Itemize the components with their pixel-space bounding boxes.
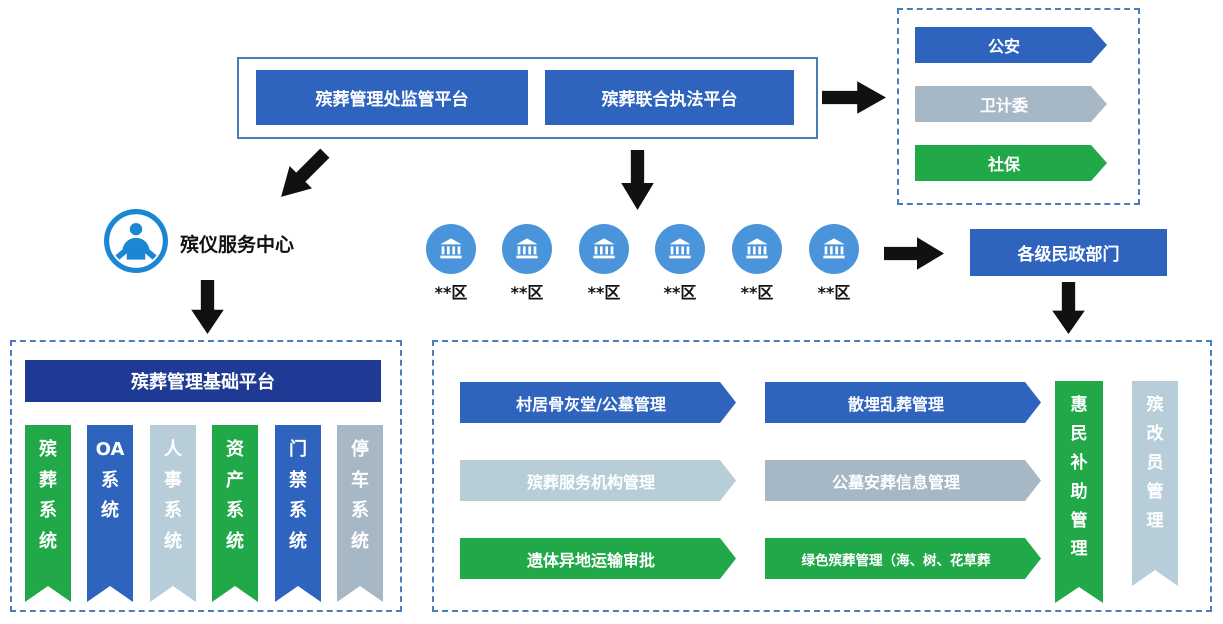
- district-item: **区: [495, 224, 559, 303]
- district-label: **区: [510, 283, 544, 302]
- bank-icon: [426, 224, 476, 274]
- system-ribbon-assets: 资 产 系 统: [212, 425, 258, 602]
- system-ribbon-oa: OA 系 统: [87, 425, 133, 602]
- system-ribbon-hr: 人 事 系 统: [150, 425, 196, 602]
- district-item: **区: [802, 224, 866, 303]
- banner-remains-transport: 遗体异地运输审批: [460, 538, 736, 579]
- funeral-center-label: 殡仪服务中心: [180, 234, 295, 256]
- base-platform-header: 殡葬管理基础平台: [25, 360, 381, 402]
- system-ribbon-parking: 停 车 系 统: [337, 425, 383, 602]
- agency-health-banner: 卫计委: [915, 86, 1107, 122]
- agency-social-security-banner: 社保: [915, 145, 1107, 181]
- district-label: **区: [587, 283, 621, 302]
- banner-columbarium-cemetery: 村居骨灰堂/公墓管理: [460, 382, 736, 423]
- arrow-down-to-districts-icon: [621, 150, 654, 210]
- arrow-right-to-agencies-icon: [822, 81, 886, 114]
- arrow-down-to-base-platform-icon: [191, 280, 224, 334]
- district-item: **区: [572, 224, 636, 303]
- bank-icon: [732, 224, 782, 274]
- arrow-diagonal-to-center-icon: [268, 140, 337, 209]
- ribbon-subsidy-management: 惠 民 补 助 管 理: [1055, 381, 1103, 603]
- agency-police-banner: 公安: [915, 27, 1107, 63]
- banner-service-agency: 殡葬服务机构管理: [460, 460, 736, 501]
- enforcement-platform-node: 殡葬联合执法平台: [545, 70, 794, 125]
- system-ribbon-funeral: 殡 葬 系 统: [25, 425, 71, 602]
- district-label: **区: [740, 283, 774, 302]
- bank-icon: [655, 224, 705, 274]
- district-item: **区: [725, 224, 789, 303]
- ribbon-reform-staff-management: 殡 改 员 管 理: [1132, 381, 1178, 586]
- district-item: **区: [419, 224, 483, 303]
- arrow-right-to-civil-affairs-icon: [884, 237, 944, 270]
- bank-icon: [809, 224, 859, 274]
- district-item: **区: [648, 224, 712, 303]
- district-label: **区: [663, 283, 697, 302]
- civil-affairs-node: 各级民政部门: [970, 229, 1167, 276]
- bank-icon: [579, 224, 629, 274]
- district-label: **区: [434, 283, 468, 302]
- system-ribbon-access: 门 禁 系 统: [275, 425, 321, 602]
- banner-scattered-burial: 散埋乱葬管理: [765, 382, 1041, 423]
- banner-green-burial: 绿色殡葬管理（海、树、花草葬: [765, 538, 1041, 579]
- arrow-down-to-business-panel-icon: [1052, 282, 1085, 334]
- banner-cemetery-info: 公墓安葬信息管理: [765, 460, 1041, 501]
- funeral-center-icon: [103, 208, 169, 274]
- supervision-platform-node: 殡葬管理处监管平台: [256, 70, 528, 125]
- bank-icon: [502, 224, 552, 274]
- district-label: **区: [817, 283, 851, 302]
